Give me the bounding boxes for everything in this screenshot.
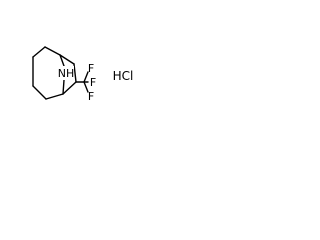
hcl-label: HCl [113,69,134,83]
nh-label: NH [58,67,75,80]
bond-c2-c7 [45,93,64,100]
fluorine-bottom-label: F [88,90,94,103]
bond-c1-c6 [32,46,46,58]
nitrogen-label: NH [57,66,74,80]
bond-c6-c5 [44,46,61,56]
fluorine-right-label: F [90,76,96,89]
bond-cf3-f-bottom [83,81,89,93]
cf3-bonds [75,71,89,93]
bond-c3-c2 [62,81,77,95]
fluorine-top-label: F [88,62,94,75]
bond-c4-c3 [73,63,77,83]
chemical-structure-diagram: NH F F F HCl [32,46,134,103]
ring-bonds [32,46,77,100]
bond-c7-c8 [32,85,47,100]
bond-n-c2 [62,79,65,95]
bond-cf3-f-top [83,71,89,83]
bond-c5-n [59,54,65,67]
bond-c5-c4 [59,54,75,65]
